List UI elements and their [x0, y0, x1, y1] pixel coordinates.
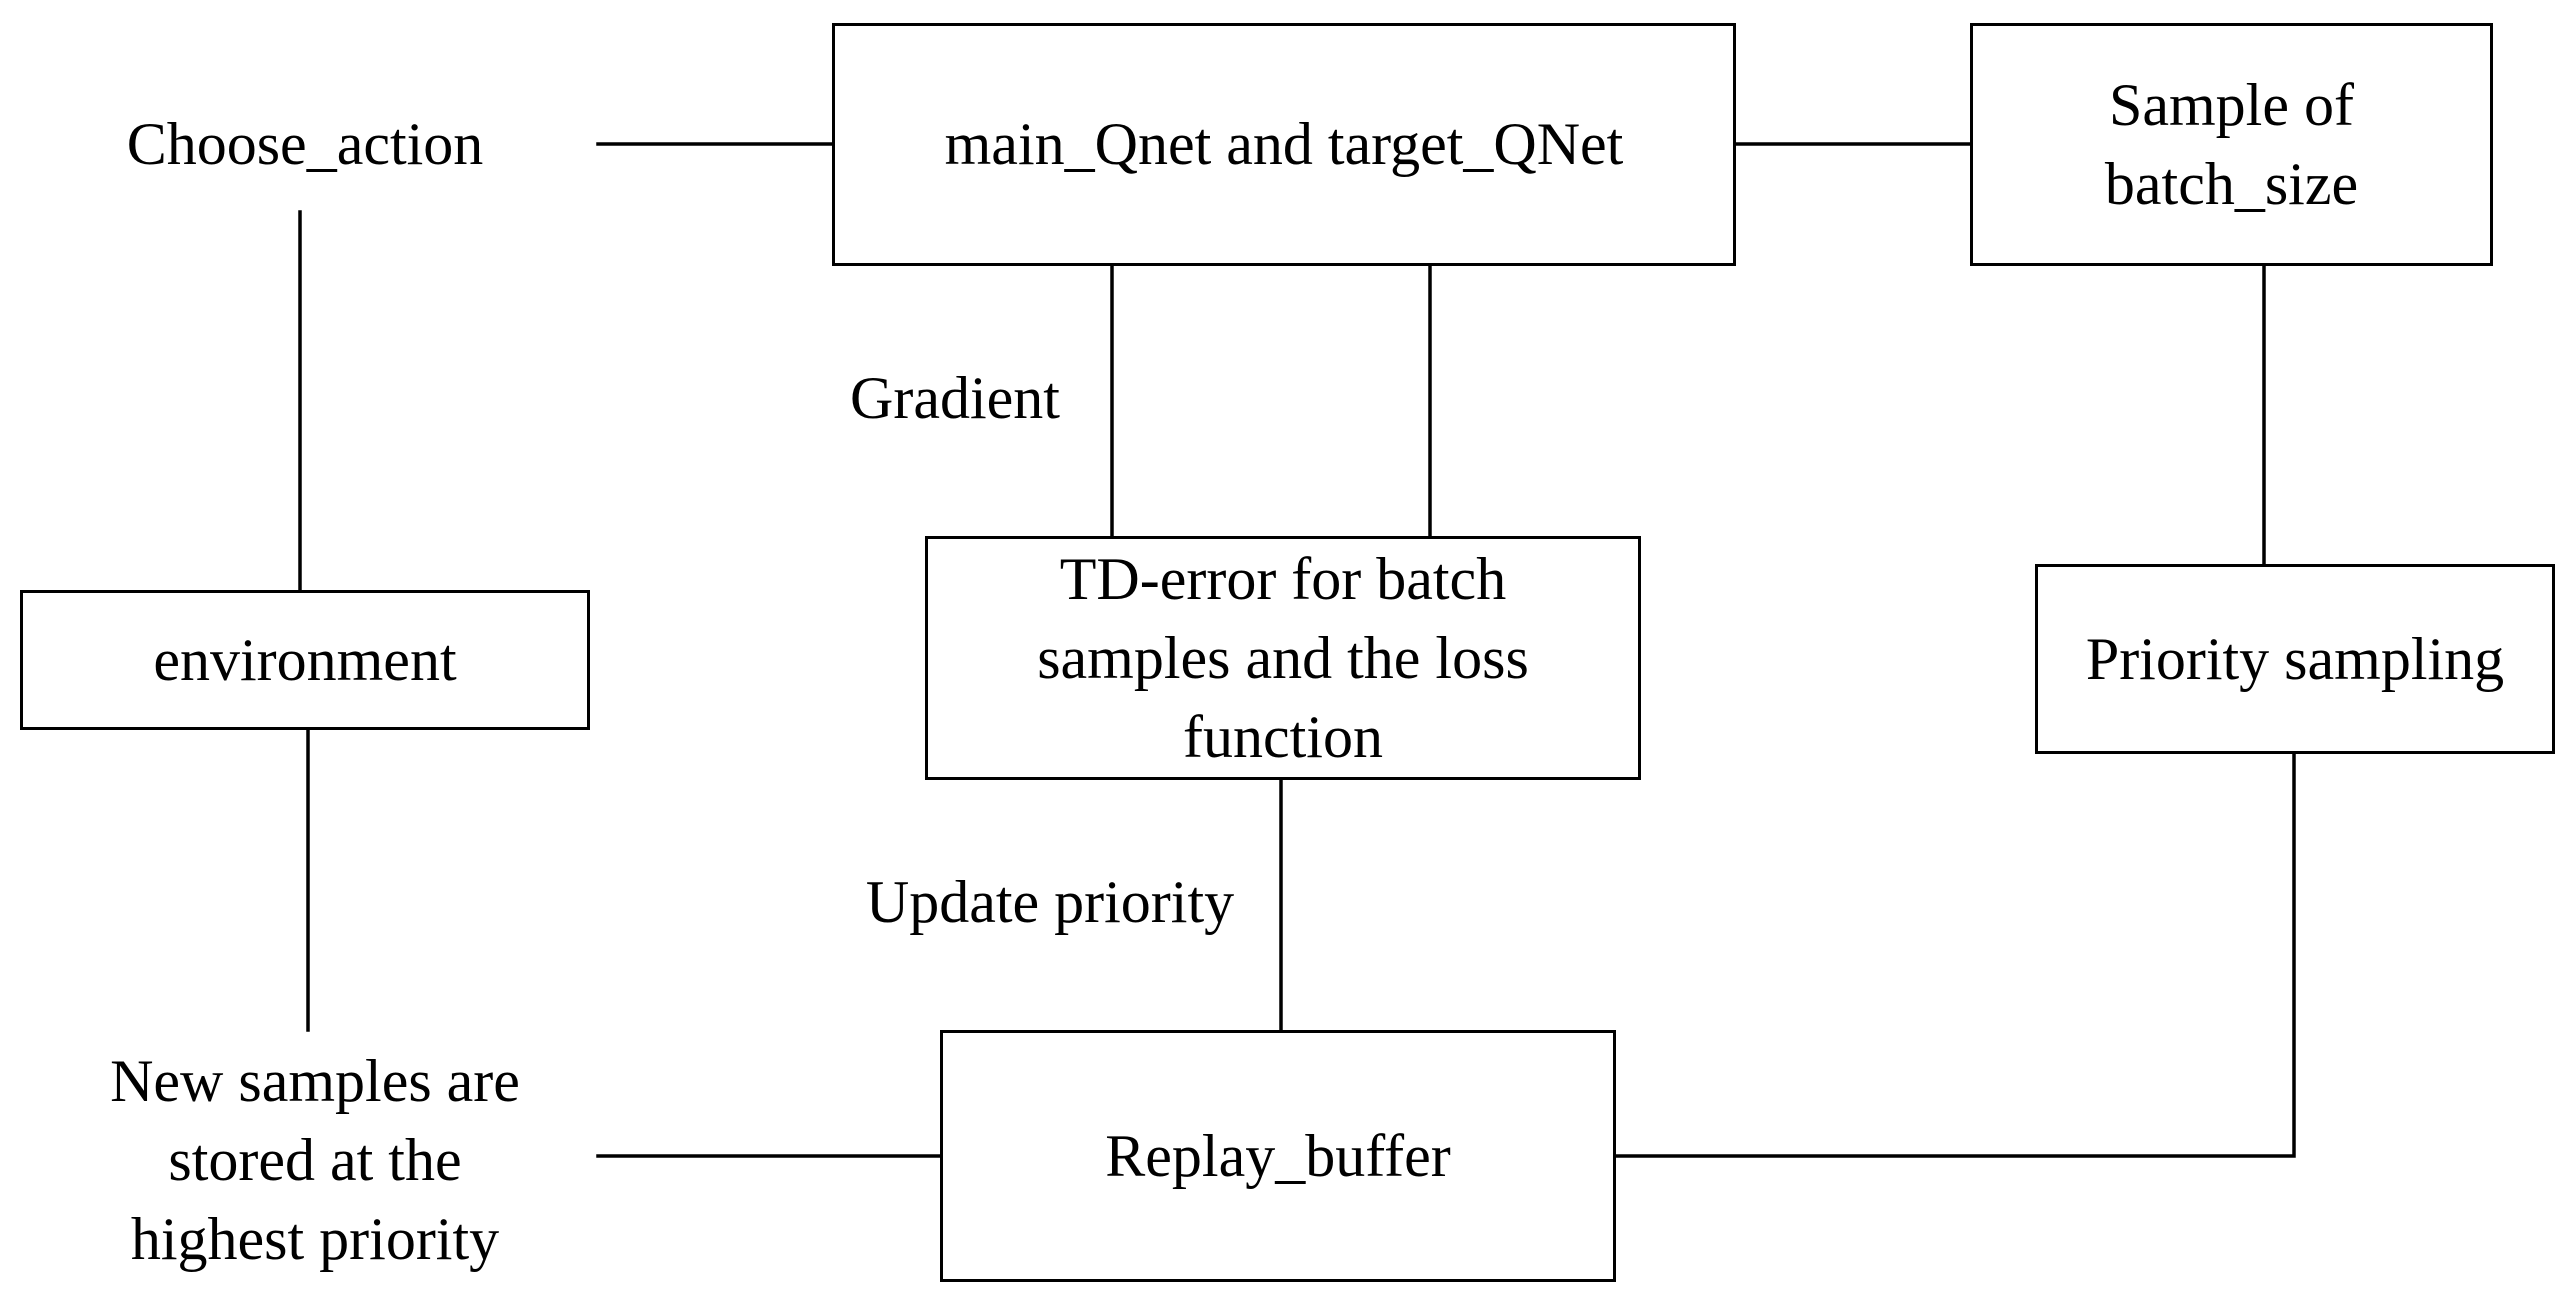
- gradient-text: Gradient: [850, 364, 1060, 431]
- td-error-box: TD-error for batch samples and the loss …: [925, 536, 1641, 780]
- priority-sampling-box: Priority sampling: [2035, 564, 2555, 754]
- replay-buffer-label: Replay_buffer: [1105, 1122, 1451, 1189]
- batch-sample-label: Sample of batch_size: [2104, 71, 2359, 217]
- qnet-label: main_Qnet and target_QNet: [944, 111, 1624, 177]
- priority-sampling-label: Priority sampling: [2085, 625, 2505, 692]
- environment-label: environment: [153, 626, 457, 693]
- environment-box: environment: [20, 590, 590, 730]
- batch-sample-box: Sample of batch_size: [1970, 23, 2493, 266]
- update-priority-text: Update priority: [865, 868, 1235, 935]
- replay-buffer-box: Replay_buffer: [940, 1030, 1616, 1282]
- qnet-box: main_Qnet and target_QNet: [832, 23, 1736, 266]
- choose-action-text: Choose_action: [126, 110, 484, 177]
- gradient-text-wrap: Gradient: [820, 358, 1090, 438]
- update-priority-text-wrap: Update priority: [830, 862, 1270, 942]
- connector-priority-sampling-to-replay-buffer: [1614, 752, 2296, 1158]
- td-error-label: TD-error for batch samples and the loss …: [1037, 545, 1529, 770]
- choose-action-text-wrap: Choose_action: [60, 104, 550, 184]
- new-samples-text-wrap: New samples are stored at the highest pr…: [40, 1040, 590, 1280]
- new-samples-text: New samples are stored at the highest pr…: [110, 1047, 520, 1272]
